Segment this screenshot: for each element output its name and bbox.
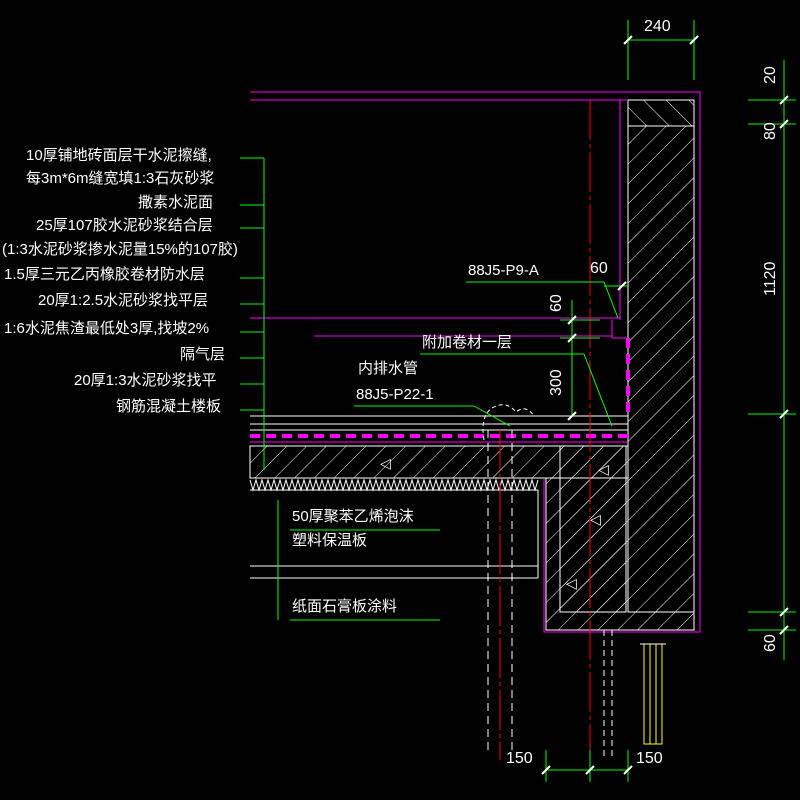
- dimension-lines: [541, 20, 796, 782]
- extra-membrane-label: 附加卷材一层: [422, 334, 513, 351]
- concrete-slab: ◁ ◁ ◁ ◁: [249, 445, 629, 592]
- layer-label: 10厚铺地砖面层干水泥擦缝,: [26, 147, 212, 164]
- svg-text:◁: ◁: [590, 512, 601, 528]
- center-lines: [499, 100, 591, 760]
- insulation-label-2: 塑料保温板: [292, 532, 368, 549]
- layer-label: 20厚1:3水泥砂浆找平: [74, 372, 217, 389]
- layer-leaders: [240, 157, 265, 470]
- waterproof-membrane: [250, 91, 701, 633]
- dim-right-60: 60: [762, 634, 779, 652]
- layer-label: 1:6水泥焦渣最低处3厚,找坡2%: [4, 320, 210, 337]
- ref-p9-label: 88J5-P9-A: [468, 262, 539, 279]
- dim-right-80: 80: [762, 122, 779, 140]
- drain-pipe: [482, 404, 613, 760]
- layer-label: 撒素水泥面: [138, 194, 214, 211]
- dim-bottom-150-right: 150: [636, 750, 663, 767]
- layer-label: 隔气层: [180, 346, 226, 363]
- layer-label: 每3m*6m缝宽填1:3石灰砂浆: [26, 170, 215, 187]
- dim-mid-60-horizontal: 60: [590, 260, 608, 277]
- layer-label: 20厚1:2.5水泥砂浆找平层: [38, 292, 209, 309]
- svg-text:◁: ◁: [598, 462, 609, 478]
- insulation-label: 50厚聚苯乙烯泡沫: [292, 508, 414, 525]
- dim-mid-60-vertical: 60: [548, 294, 565, 312]
- layer-label: 1.5厚三元乙丙橡胶卷材防水层: [4, 266, 205, 283]
- dim-top-240: 240: [644, 18, 671, 35]
- layer-label: 钢筋混凝土楼板: [116, 398, 222, 415]
- dim-mid-300: 300: [548, 369, 565, 396]
- layer-label: 25厚107胶水泥砂浆结合层: [36, 217, 213, 234]
- svg-text:◁: ◁: [566, 576, 577, 592]
- dim-right-20: 20: [762, 66, 779, 84]
- layer-label: (1:3水泥砂浆掺水泥量15%的107胶): [2, 241, 238, 258]
- ref-p22-label: 88J5-P22-1: [356, 386, 434, 403]
- dim-bottom-150-left: 150: [506, 750, 533, 767]
- annotation-leaders: [277, 281, 619, 621]
- roof-layers: [250, 415, 628, 431]
- svg-text:◁: ◁: [380, 456, 391, 472]
- insulation-band: [249, 477, 547, 630]
- drain-pipe-label: 内排水管: [358, 360, 419, 377]
- gypsum-label: 纸面石膏板涂料: [292, 598, 398, 615]
- gypsum-ceiling: [250, 565, 538, 579]
- dim-right-1120: 1120: [762, 261, 779, 296]
- column-stub: [640, 643, 666, 745]
- parapet-wall: [627, 99, 695, 613]
